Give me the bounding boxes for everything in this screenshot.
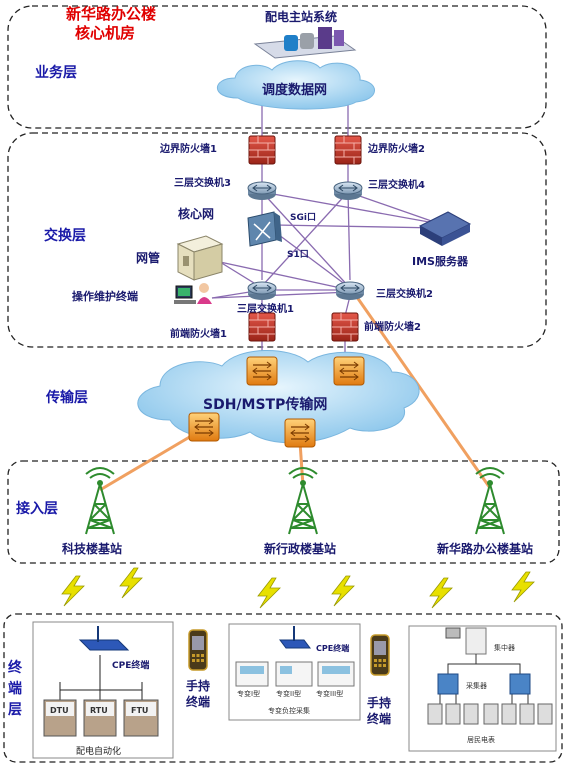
terminal-layer-label-2: 端 [8, 680, 22, 697]
transport-network-label: SDH/MSTP传输网 [203, 396, 327, 413]
network-mgmt-label: 网管 [136, 250, 160, 265]
business-layer-label: 业务层 [35, 64, 77, 81]
building-subtitle: 核心机房 [75, 24, 135, 42]
front-firewall-2-icon [331, 312, 359, 342]
load-control-caption: 专变负控采集 [268, 706, 310, 715]
handheld-terminal-2-icon [370, 634, 390, 676]
terminal-layer-label-3: 层 [8, 702, 22, 718]
wireless-signal-icon [61, 575, 85, 607]
handheld-1-line1: 手持 [186, 678, 210, 693]
office-base-station-icon [475, 467, 505, 535]
add-drop-mux-4-icon [284, 418, 316, 448]
front-firewall-1-label: 前端防火墙1 [170, 327, 227, 340]
border-firewall-1-label: 边界防火墙1 [159, 142, 217, 155]
exchange-layer-label: 交换层 [44, 227, 86, 244]
front-firewall-2-label: 前端防火墙2 [364, 320, 421, 333]
meter-wiring [439, 654, 529, 704]
server-icon [253, 27, 357, 59]
add-drop-mux-2-icon [333, 356, 365, 386]
collector-icon [437, 673, 531, 695]
terminal-layer-box [3, 613, 563, 763]
connection-lines [211, 98, 441, 360]
load-meter-1 [235, 661, 269, 687]
ims-server-label: IMS服务器 [412, 254, 469, 268]
collector-label: 采集器 [466, 681, 487, 690]
wireless-signal-icon [331, 575, 355, 607]
distribution-automation-caption: 配电自动化 [76, 745, 121, 757]
front-firewall-1-icon [248, 312, 276, 342]
tech-base-station-label: 科技楼基站 [62, 541, 122, 556]
cpe-router-2-icon [279, 626, 311, 649]
switch-4-icon [333, 181, 363, 201]
dtu-label: DTU [50, 706, 69, 715]
dispatch-network-label: 调度数据网 [262, 82, 327, 98]
exchange-layer-box [7, 132, 547, 348]
s1-port-label: S1口 [287, 249, 309, 260]
border-firewall-2-label: 边界防火墙2 [367, 142, 425, 155]
handheld-1-line2: 终端 [186, 694, 210, 709]
switch-4-label: 三层交换机4 [368, 178, 425, 191]
meter-type-1-label: 专变I型 [237, 689, 260, 698]
office-base-station-label: 新华路办公楼基站 [437, 541, 533, 556]
transport-layer-label: 传输层 [45, 389, 88, 406]
load-meter-3 [317, 661, 355, 687]
handheld-2-line2: 终端 [367, 711, 391, 726]
switch-1-label: 三层交换机1 [237, 302, 294, 315]
wireless-signal-icon [257, 577, 281, 609]
border-firewall-2-icon [334, 135, 362, 165]
concentrator-label: 集中器 [494, 643, 515, 652]
ops-terminal-icon [174, 283, 212, 304]
handheld-2-line1: 手持 [367, 695, 391, 710]
wireless-signal-icon [119, 567, 143, 599]
rtu-label: RTU [90, 706, 108, 715]
load-meter-2 [275, 661, 313, 687]
sgi-port-label: SGi口 [290, 212, 316, 223]
wireless-signal-icon [511, 571, 535, 603]
wireless-signal-icon [429, 577, 453, 609]
add-drop-mux-1-icon [246, 356, 278, 386]
cpe-terminal-label: CPE终端 [112, 659, 149, 671]
residential-meters [427, 703, 553, 725]
wiring-lines [59, 655, 143, 700]
core-network-label: 核心网 [178, 206, 214, 221]
meter-type-2-label: 专变II型 [276, 689, 301, 698]
switch-1-icon [247, 281, 277, 301]
access-layer-label: 接入层 [16, 500, 58, 517]
cpe-terminal-2-label: CPE终端 [316, 643, 349, 653]
switch-2-label: 三层交换机2 [376, 287, 433, 300]
terminal-layer-label-1: 终 [8, 659, 23, 676]
handheld-terminal-1-icon [188, 629, 208, 671]
master-station-label: 配电主站系统 [265, 9, 337, 24]
rtu-device [83, 699, 117, 737]
dtu-device [43, 699, 77, 737]
business-layer-box [7, 5, 547, 129]
switch-3-icon [247, 181, 277, 201]
residential-meter-caption: 居民电表 [467, 735, 495, 744]
admin-base-station-label: 新行政楼基站 [264, 541, 336, 556]
tech-base-station-icon [85, 467, 115, 535]
dispatch-network-cloud [217, 60, 375, 110]
building-title: 新华路办公楼 [66, 5, 156, 23]
cpe-router-icon [78, 626, 130, 651]
ops-terminal-label: 操作维护终端 [72, 289, 138, 303]
switch-3-label: 三层交换机3 [174, 176, 231, 189]
orange-links [99, 289, 492, 492]
access-layer-box [7, 460, 560, 564]
ims-server-icon [418, 211, 472, 246]
border-firewall-1-icon [248, 135, 276, 165]
ftu-device [123, 699, 159, 737]
add-drop-mux-3-icon [188, 412, 220, 442]
core-network-icon [247, 211, 282, 247]
ftu-label: FTU [131, 706, 148, 715]
meter-type-3-label: 专变III型 [316, 689, 343, 698]
network-mgmt-icon [176, 235, 224, 281]
switch-2-icon [335, 281, 365, 301]
